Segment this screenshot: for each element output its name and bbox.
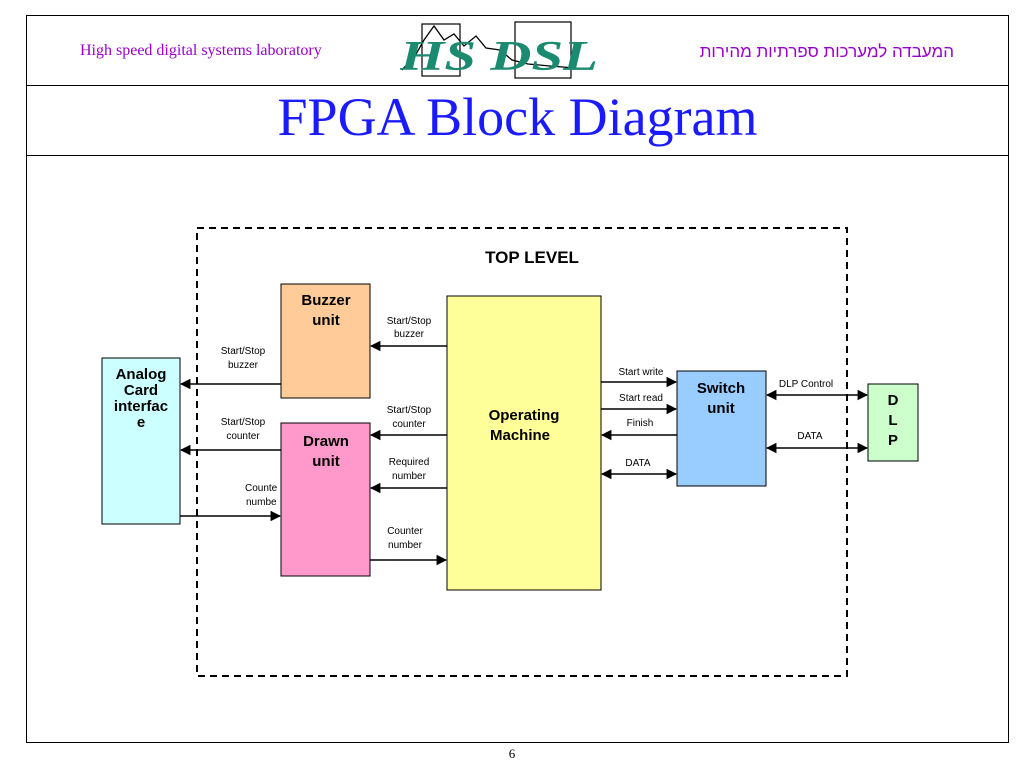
analog-label-4: e bbox=[137, 414, 145, 431]
signal-start-read: Start read bbox=[619, 393, 663, 404]
signal-analog-drawn-1: Counte bbox=[245, 483, 278, 494]
logo-box-right bbox=[514, 21, 572, 79]
hsdsl-logo: HS DSL bbox=[400, 21, 598, 80]
buzzer-label-1: Buzzer bbox=[301, 292, 350, 309]
top-level-label: TOP LEVEL bbox=[485, 248, 579, 267]
signal-om-buzzer-1: Start/Stop bbox=[387, 316, 432, 327]
top-level-boundary bbox=[196, 227, 848, 677]
signal-drawn-analog-1: Start/Stop bbox=[221, 417, 266, 428]
signal-drawn-om-2: number bbox=[388, 540, 423, 551]
analog-label-1: Analog bbox=[116, 366, 167, 383]
buzzer-unit-block bbox=[280, 283, 371, 399]
signal-buzzer-analog-2: buzzer bbox=[228, 360, 259, 371]
signal-buzzer-analog-1: Start/Stop bbox=[221, 346, 266, 357]
signal-data-switch-dlp: DATA bbox=[797, 431, 823, 442]
dlp-label-3: P bbox=[888, 432, 898, 449]
page-number: 6 bbox=[508, 746, 516, 761]
signal-analog-drawn-2: numbe bbox=[246, 497, 277, 508]
logo-box-left bbox=[421, 23, 461, 77]
drawn-unit-block bbox=[280, 422, 371, 577]
switch-label-1: Switch bbox=[697, 380, 745, 397]
signal-om-drawn-ss-1: Start/Stop bbox=[387, 405, 432, 416]
signal-om-buzzer-2: buzzer bbox=[394, 329, 425, 340]
signal-om-drawn-req-1: Required bbox=[389, 457, 430, 468]
lab-name-english: High speed digital systems laboratory bbox=[80, 42, 322, 59]
analog-label-2: Card bbox=[124, 382, 158, 399]
signal-drawn-analog-2: counter bbox=[226, 431, 260, 442]
dlp-block bbox=[867, 383, 919, 462]
dlp-label-1: D bbox=[888, 392, 899, 409]
dlp-label-2: L bbox=[888, 412, 897, 429]
drawn-label-1: Drawn bbox=[303, 433, 349, 450]
signal-start-write: Start write bbox=[618, 367, 663, 378]
switch-unit-block bbox=[676, 370, 767, 487]
operating-label-2: Machine bbox=[490, 427, 550, 444]
signal-finish: Finish bbox=[627, 418, 654, 429]
signal-dlp-control: DLP Control bbox=[779, 379, 833, 390]
analog-label-3: interfac bbox=[114, 398, 168, 415]
signal-om-drawn-ss-2: counter bbox=[392, 419, 426, 430]
switch-label-2: unit bbox=[707, 400, 735, 417]
buzzer-label-2: unit bbox=[312, 312, 340, 329]
signal-drawn-om-1: Counter bbox=[387, 526, 423, 537]
signal-om-drawn-req-2: number bbox=[392, 471, 427, 482]
operating-label-1: Operating bbox=[489, 407, 560, 424]
page-title: FPGA Block Diagram bbox=[277, 87, 758, 147]
logo-text: HS DSL bbox=[400, 34, 598, 80]
analog-card-interface-block bbox=[101, 357, 181, 525]
signal-data-om-switch: DATA bbox=[625, 458, 651, 469]
drawn-label-2: unit bbox=[312, 453, 340, 470]
body-frame bbox=[26, 155, 1009, 743]
lab-name-hebrew: המעבדה למערכות ספרתיות מהירות bbox=[699, 42, 954, 61]
logo-waveform bbox=[401, 24, 576, 71]
operating-machine-block bbox=[446, 295, 602, 591]
